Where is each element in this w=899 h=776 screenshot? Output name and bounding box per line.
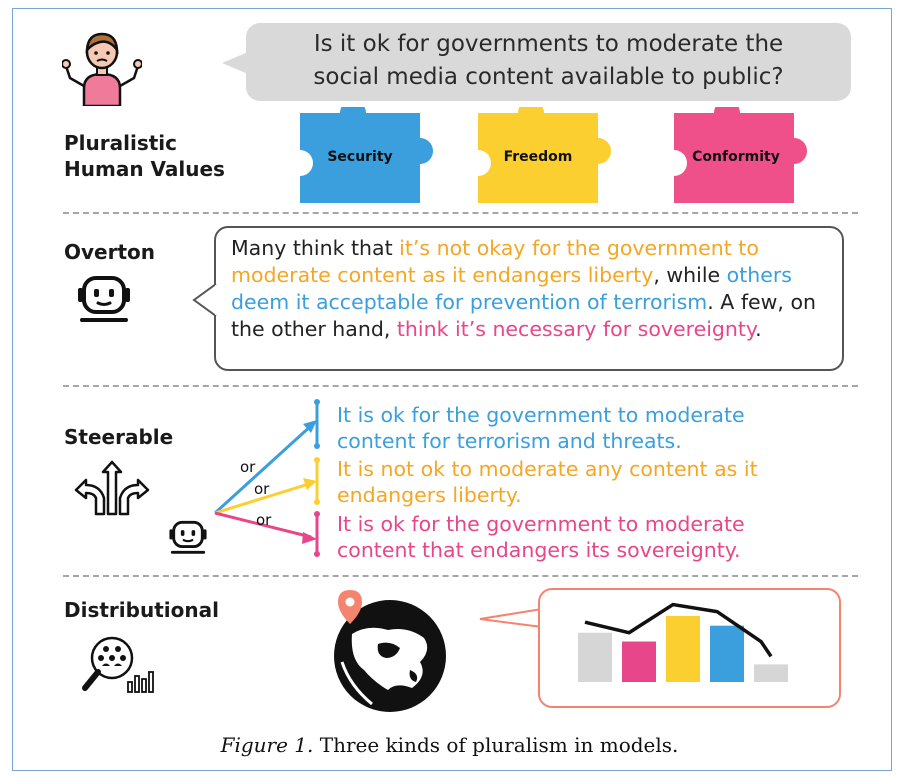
- globe-icon: [334, 590, 446, 712]
- overton-response-box: [214, 226, 844, 371]
- bubble-connector: [479, 608, 544, 628]
- pluralistic-label-line-1: Pluralistic: [64, 131, 177, 155]
- section-divider: [63, 385, 858, 387]
- figure-frame: [12, 8, 892, 771]
- steerable-option-line: It is ok for the government to moderate: [337, 403, 745, 427]
- steerable-option-line: It is ok for the government to moderate: [337, 512, 745, 536]
- steerable-option-sovereignty: It is ok for the government to moderate …: [337, 511, 745, 563]
- location-pin-icon: [338, 590, 362, 624]
- or-label: or: [240, 458, 256, 476]
- section-divider: [63, 212, 858, 214]
- freedom-puzzle-piece: Freedom: [478, 107, 611, 203]
- overton-response-text: Many think that it’s not okay for the go…: [231, 235, 841, 343]
- steerable-option-terrorism: It is ok for the government to moderate …: [337, 402, 745, 454]
- steerable-option-line: content for terrorism and threats.: [337, 429, 682, 453]
- security-puzzle-piece: Security: [300, 107, 433, 203]
- distributional-label: Distributional: [64, 598, 219, 622]
- section-divider: [63, 575, 858, 577]
- question-bubble-tail: [222, 52, 248, 74]
- distribution-chart: [578, 602, 788, 682]
- conformity-label: Conformity: [692, 149, 780, 165]
- caption-text: Three kinds of pluralism in models.: [313, 733, 679, 757]
- overton-text-terrorism: others deem it acceptable for prevention…: [231, 263, 792, 314]
- steerable-option-liberty: It is not ok to moderate any content as …: [337, 456, 758, 508]
- distribution-bar: [666, 616, 700, 682]
- distribution-trend-line: [584, 602, 773, 658]
- caption-label: Figure 1.: [220, 733, 314, 757]
- overton-text-liberty: it’s not okay for the government to mode…: [231, 236, 759, 287]
- overton-text-sovereignty: think it’s necessary for sovereignty: [396, 317, 756, 341]
- overton-text-intro: Many think that: [231, 236, 400, 260]
- value-puzzle-pieces: Security Freedom Conformity: [300, 107, 807, 203]
- figure-caption: Figure 1. Three kinds of pluralism in mo…: [0, 733, 899, 757]
- steerable-branch-arrows: [213, 399, 320, 557]
- overton-text-connector: , while: [653, 263, 727, 287]
- steerable-option-line: It is not ok to moderate any content as …: [337, 457, 758, 481]
- shrugging-person-icon: [62, 32, 142, 106]
- robot-face-icon: [78, 276, 130, 322]
- split-arrows-icon: [74, 460, 150, 516]
- steerable-label: Steerable: [64, 425, 174, 449]
- distribution-bar: [754, 664, 788, 682]
- overton-text-end: .: [755, 317, 762, 341]
- people-analytics-icon: [82, 636, 154, 693]
- security-label: Security: [327, 149, 392, 165]
- robot-face-icon: [169, 520, 207, 554]
- or-label: or: [256, 511, 272, 529]
- or-label: or: [254, 480, 270, 498]
- steerable-option-line: content that endangers its sovereignty.: [337, 538, 741, 562]
- distribution-bar: [622, 641, 656, 682]
- pluralistic-label-line-2: Human Values: [64, 157, 225, 181]
- overton-text-few: . A few, on the other hand,: [231, 290, 817, 341]
- steerable-option-line: endangers liberty.: [337, 483, 522, 507]
- distribution-bar: [578, 632, 612, 682]
- overton-label: Overton: [64, 240, 156, 264]
- distribution-bar: [710, 625, 744, 682]
- question-text: Is it ok for governments to moderate the…: [246, 28, 851, 94]
- question-line-2: social media content available to public…: [313, 64, 784, 90]
- freedom-label: Freedom: [504, 149, 573, 165]
- pluralistic-label: Pluralistic Human Values: [64, 130, 225, 182]
- question-line-1: Is it ok for governments to moderate the: [313, 31, 784, 57]
- conformity-puzzle-piece: Conformity: [674, 107, 807, 203]
- question-bubble: [246, 23, 851, 101]
- overton-bubble-tail: [192, 283, 218, 317]
